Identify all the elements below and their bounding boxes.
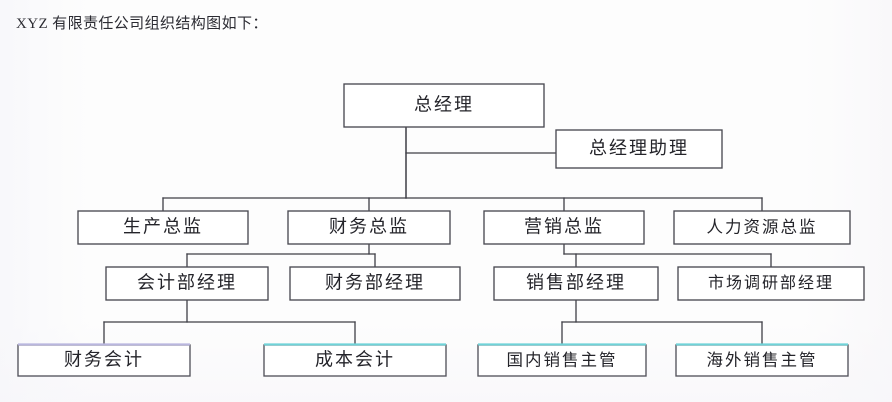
node-label: 会计部经理: [137, 273, 237, 293]
org-node-finance_mgr[interactable]: 财务部经理: [289, 266, 461, 301]
node-label: 国内销售主管: [507, 350, 618, 369]
node-box: [477, 344, 647, 377]
org-node-prod_dir[interactable]: 生产总监: [77, 210, 249, 245]
org-node-sales_mgr[interactable]: 销售部经理: [493, 266, 659, 301]
node-box: [77, 210, 249, 245]
node-box: [105, 266, 269, 301]
node-box: [493, 266, 659, 301]
node-box: [677, 266, 865, 301]
node-box: [289, 266, 461, 301]
org-node-acct_mgr[interactable]: 会计部经理: [105, 266, 269, 301]
org-node-hr_dir[interactable]: 人力资源总监: [673, 210, 851, 245]
node-label: 销售部经理: [526, 273, 626, 293]
node-box: [287, 210, 451, 245]
org-node-domestic_sales[interactable]: 国内销售主管: [477, 343, 647, 377]
page-title: XYZ 有限责任公司组织结构图如下：: [16, 16, 268, 32]
node-label: 营销总监: [524, 217, 604, 237]
node-box: [483, 210, 645, 245]
node-label: 人力资源总监: [707, 217, 818, 236]
node-box: [673, 210, 851, 245]
org-node-cost_acct[interactable]: 成本会计: [263, 343, 447, 377]
node-box: [17, 344, 191, 377]
node-label: 财务总监: [329, 217, 409, 237]
org-node-mkt_dir[interactable]: 营销总监: [483, 210, 645, 245]
node-label: 财务部经理: [325, 273, 425, 293]
node-label: 生产总监: [123, 217, 203, 237]
node-box: [343, 83, 545, 128]
node-label: 总经理助理: [589, 138, 689, 158]
org-node-research_mgr[interactable]: 市场调研部经理: [677, 266, 865, 301]
org-node-fin_dir[interactable]: 财务总监: [287, 210, 451, 245]
org-node-fin_acct[interactable]: 财务会计: [17, 343, 191, 377]
connector-layer: [103, 126, 772, 346]
org-node-gm_assistant[interactable]: 总经理助理: [555, 129, 723, 169]
node-label: 财务会计: [64, 350, 144, 370]
node-label: 成本会计: [315, 350, 395, 370]
org-node-gm[interactable]: 总经理: [343, 83, 545, 128]
node-label: 总经理: [414, 95, 474, 115]
node-label: 市场调研部经理: [708, 274, 834, 292]
node-label: 海外销售主管: [707, 350, 818, 369]
node-box: [555, 129, 723, 169]
org-node-overseas_sales[interactable]: 海外销售主管: [675, 343, 849, 377]
